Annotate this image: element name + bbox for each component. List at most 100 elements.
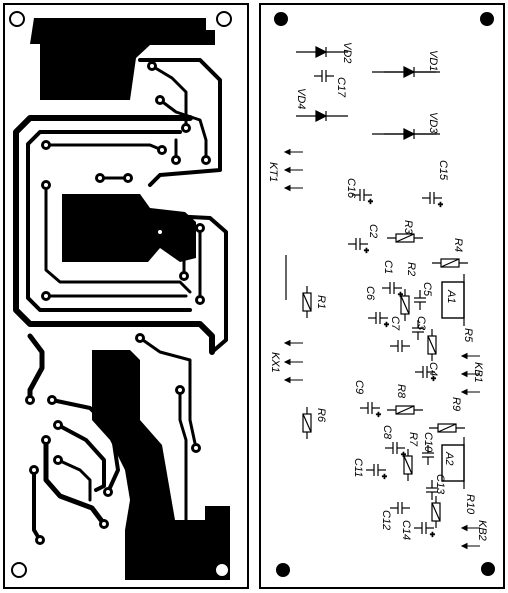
mounting-holes-left: [9, 11, 232, 578]
vd3-label: VD3: [427, 112, 439, 134]
c2-symbol: +: [348, 238, 370, 256]
mounting-hole: [11, 562, 27, 578]
kb1-pin-arrow: [460, 370, 480, 378]
track-s13: [56, 423, 106, 492]
c8-symbol: +: [385, 442, 407, 460]
r9-label: R9: [450, 397, 462, 411]
layout-wires: [285, 71, 440, 300]
pad: [41, 140, 51, 150]
pad: [135, 333, 145, 343]
pad: [53, 455, 63, 465]
r3-label: R3: [402, 220, 414, 235]
svg-text:+: +: [384, 320, 389, 329]
r6-symbol: [302, 407, 312, 439]
r4-label: R4: [452, 238, 464, 252]
kb2-pin-arrow: [460, 524, 480, 532]
r9-symbol: [429, 423, 465, 433]
c15-symbol: +: [422, 192, 444, 210]
svg-text:+: +: [398, 290, 403, 299]
track-right-mid: [148, 213, 228, 354]
c3-symbol: [412, 320, 424, 340]
copper-pour-middle: [62, 194, 196, 262]
c11-symbol: +: [366, 464, 388, 482]
pad: [155, 227, 165, 237]
a1-symbol: [441, 274, 465, 326]
r5-symbol: [427, 329, 437, 361]
vd4-label: VD4: [295, 88, 307, 109]
pad: [41, 180, 51, 190]
track-s2: [158, 98, 208, 162]
c13-symbol: [426, 480, 438, 500]
pad: [123, 173, 133, 183]
c9-symbol: +: [360, 402, 382, 420]
track-inner-loop: [26, 130, 192, 312]
kb2-pin-arrow: [460, 542, 480, 550]
vd4-symbol: [296, 110, 348, 122]
svg-text:+: +: [364, 246, 369, 255]
mounting-hole: [276, 563, 290, 577]
r6-label: R6: [315, 408, 327, 423]
kx1-pin-arrow: [283, 339, 303, 347]
pad: [29, 465, 39, 475]
a1-label: A1: [445, 289, 457, 303]
kt1-pin-arrow: [283, 166, 303, 174]
track-outer-loop: [13, 115, 215, 355]
svg-text:+: +: [382, 472, 387, 481]
svg-text:+: +: [376, 410, 381, 419]
track-s12: [50, 398, 120, 494]
pad: [157, 145, 167, 155]
pad: [47, 395, 57, 405]
c4-symbol: +: [415, 366, 437, 384]
r4-symbol: [432, 258, 468, 268]
pad: [155, 95, 165, 105]
track-s1: [150, 64, 188, 130]
c11-label: C11: [352, 458, 364, 477]
mounting-hole: [481, 562, 495, 576]
r10-label: R10: [464, 494, 476, 515]
c15-label: C15: [437, 160, 449, 181]
c17-label: C17: [335, 77, 347, 98]
svg-text:+: +: [368, 197, 373, 206]
c7-symbol: [390, 340, 410, 352]
c7-label: C7: [389, 316, 401, 331]
r7-symbol: [403, 449, 413, 481]
track-s11: [27, 333, 45, 403]
pad: [95, 173, 105, 183]
c6-label: C6: [364, 286, 376, 301]
c5-label: C5: [421, 282, 433, 297]
c16-symbol: +: [352, 189, 374, 207]
r1-label: R1: [315, 295, 327, 309]
pad: [103, 487, 113, 497]
pad: [41, 291, 51, 301]
svg-text:+: +: [401, 450, 406, 459]
kb2-label: KB2: [476, 520, 488, 541]
copper-pour-top: [30, 18, 215, 100]
pad: [201, 155, 211, 165]
r8-label: R8: [395, 384, 407, 399]
c17-symbol: [314, 70, 334, 82]
pad: [53, 420, 63, 430]
a2-label: A2: [443, 451, 455, 465]
c14-label: C14: [400, 520, 412, 540]
c3-label: C3: [415, 316, 427, 331]
c14-symbol: +: [414, 522, 436, 540]
pad: [171, 155, 181, 165]
r1-symbol: [302, 286, 312, 318]
kx1-pin-arrow: [283, 358, 303, 366]
c10-symbol: [422, 445, 434, 465]
c12-label: C12: [380, 510, 392, 530]
track-s6: [44, 183, 192, 294]
c10-label: C10: [422, 432, 434, 453]
kt1-pin-arrow: [283, 148, 303, 156]
pad: [41, 435, 51, 445]
r8-symbol: [387, 405, 423, 415]
vd1-label: VD1: [427, 50, 439, 71]
track-s17: [56, 458, 92, 502]
pad: [191, 443, 201, 453]
mounting-hole: [480, 12, 494, 26]
c5-symbol: [414, 290, 426, 310]
track-s16: [178, 388, 188, 522]
